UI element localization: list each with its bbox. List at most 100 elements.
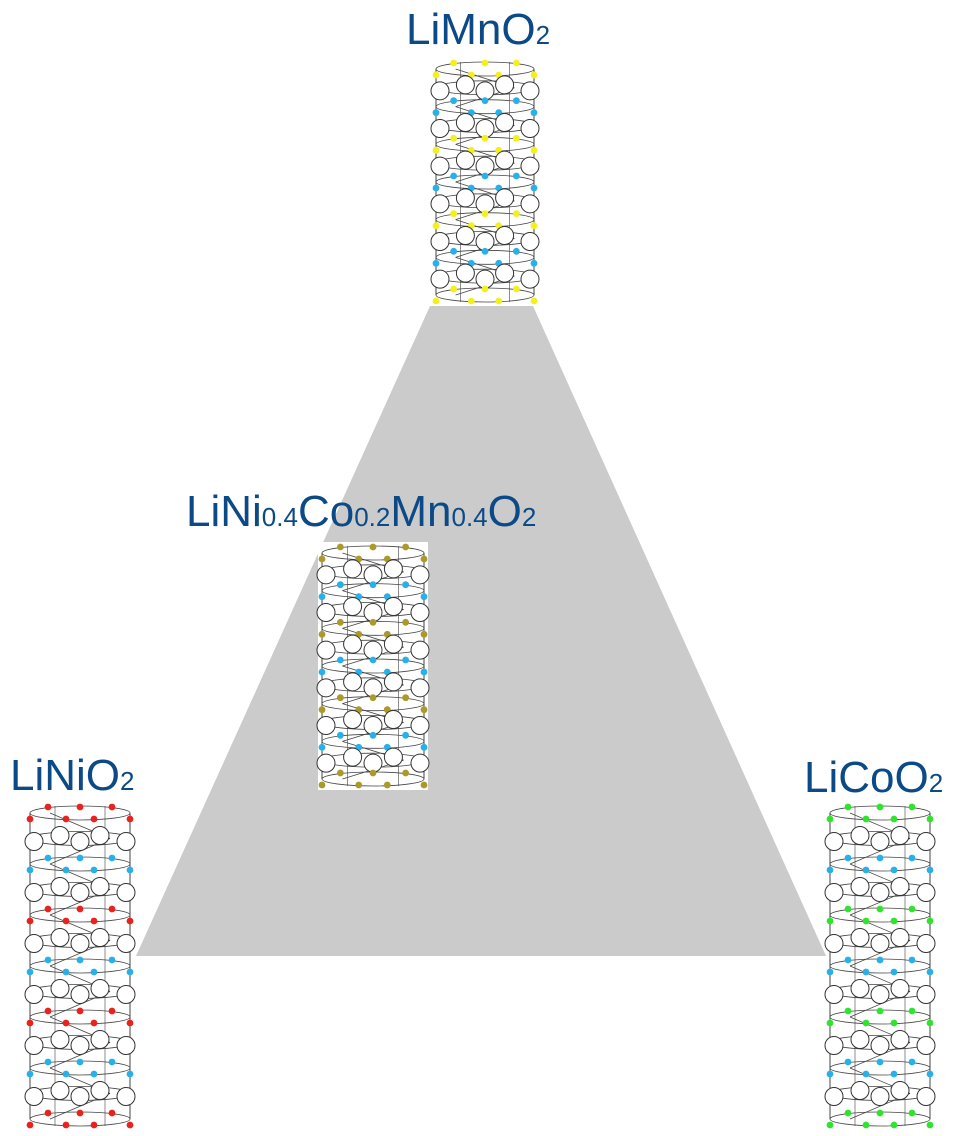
oxygen-atom: [116, 1087, 136, 1106]
oxygen-atom: [116, 934, 136, 953]
metal-atom: [876, 905, 884, 913]
lithium-atom: [76, 956, 84, 964]
oxygen-atom: [24, 934, 44, 953]
oxygen-atom: [455, 226, 475, 245]
lithium-atom: [108, 1058, 116, 1066]
lithium-atom: [450, 172, 458, 180]
oxygen-atom: [316, 753, 336, 773]
oxygen-atom: [824, 934, 844, 953]
metal-atom: [844, 1109, 852, 1117]
oxygen-atom: [916, 1087, 936, 1106]
metal-atom: [90, 1019, 98, 1027]
formula-subscript: 0.4: [261, 502, 298, 532]
lithium-atom: [926, 968, 934, 976]
oxygen-atom: [50, 877, 70, 896]
lithium-atom: [530, 259, 538, 267]
lithium-atom: [512, 97, 520, 105]
oxygen-atom: [363, 565, 383, 585]
metal-atom: [126, 1019, 134, 1027]
lithium-atom: [108, 956, 116, 964]
oxygen-atom: [870, 832, 890, 851]
crystal-structure-nmc: [316, 542, 430, 790]
metal-atom: [402, 694, 410, 702]
metal-atom: [890, 1019, 898, 1027]
oxygen-atom: [316, 678, 336, 698]
metal-atom: [369, 694, 377, 702]
oxygen-atom: [850, 1081, 870, 1100]
lithium-atom: [450, 247, 458, 255]
lithium-atom: [890, 866, 898, 874]
metal-atom: [318, 706, 326, 714]
lithium-atom: [126, 866, 134, 874]
oxygen-atom: [520, 232, 540, 251]
lithium-atom: [826, 1070, 834, 1078]
formula-subscript: 2: [521, 502, 537, 532]
lithium-atom: [876, 956, 884, 964]
label-licoo2: LiCoO2: [804, 756, 943, 800]
lithium-atom: [318, 593, 326, 601]
formula-subscript: 0.2: [354, 502, 391, 532]
metal-atom: [908, 905, 916, 913]
oxygen-atom: [410, 716, 430, 735]
metal-atom: [826, 815, 834, 823]
metal-atom: [826, 917, 834, 925]
oxygen-atom: [850, 1030, 870, 1049]
oxygen-atom: [24, 832, 44, 851]
lithium-atom: [926, 866, 934, 874]
metal-atom: [62, 1019, 70, 1027]
oxygen-atom: [90, 1030, 110, 1049]
metal-atom: [369, 543, 377, 551]
oxygen-atom: [24, 1036, 44, 1055]
formula-text: LiNiO: [10, 751, 121, 800]
metal-atom: [450, 285, 458, 293]
oxygen-atom: [520, 269, 540, 289]
oxygen-atom: [50, 928, 70, 947]
lithium-atom: [926, 1070, 934, 1078]
oxygen-atom: [430, 194, 450, 214]
label-nmc: LiNi0.4Co0.2Mn0.4O2: [186, 490, 536, 534]
oxygen-atom: [495, 150, 515, 170]
lithium-atom: [876, 854, 884, 862]
lithium-atom: [876, 1058, 884, 1066]
lithium-atom: [44, 854, 52, 862]
oxygen-atom: [383, 747, 403, 767]
oxygen-atom: [890, 1081, 910, 1100]
metal-atom: [420, 555, 428, 563]
lithium-atom: [862, 968, 870, 976]
oxygen-atom: [430, 269, 450, 289]
metal-atom: [908, 1109, 916, 1117]
oxygen-atom: [430, 232, 450, 251]
oxygen-atom: [70, 985, 90, 1004]
oxygen-atom: [455, 188, 475, 208]
oxygen-atom: [410, 753, 430, 773]
oxygen-atom: [410, 603, 430, 622]
lithium-atom: [844, 956, 852, 964]
lithium-atom: [26, 968, 34, 976]
oxygen-atom: [24, 1087, 44, 1106]
lithium-atom: [62, 1070, 70, 1078]
oxygen-atom: [363, 640, 383, 660]
oxygen-atom: [870, 1036, 890, 1055]
metal-atom: [862, 1121, 870, 1129]
oxygen-atom: [383, 559, 403, 579]
oxygen-atom: [824, 883, 844, 902]
metal-atom: [318, 781, 326, 789]
oxygen-atom: [850, 877, 870, 896]
lithium-atom: [826, 866, 834, 874]
oxygen-atom: [343, 634, 363, 654]
lithium-atom: [62, 968, 70, 976]
oxygen-atom: [870, 883, 890, 902]
oxygen-atom: [916, 985, 936, 1004]
lithium-atom: [26, 1070, 34, 1078]
metal-atom: [26, 1121, 34, 1129]
oxygen-atom: [890, 877, 910, 896]
oxygen-atom: [455, 75, 475, 95]
lithium-atom: [450, 97, 458, 105]
metal-atom: [108, 803, 116, 811]
metal-atom: [876, 1007, 884, 1015]
metal-atom: [336, 769, 344, 777]
oxygen-atom: [870, 1087, 890, 1106]
oxygen-atom: [410, 565, 430, 585]
oxygen-atom: [430, 119, 450, 138]
oxygen-atom: [824, 1036, 844, 1055]
